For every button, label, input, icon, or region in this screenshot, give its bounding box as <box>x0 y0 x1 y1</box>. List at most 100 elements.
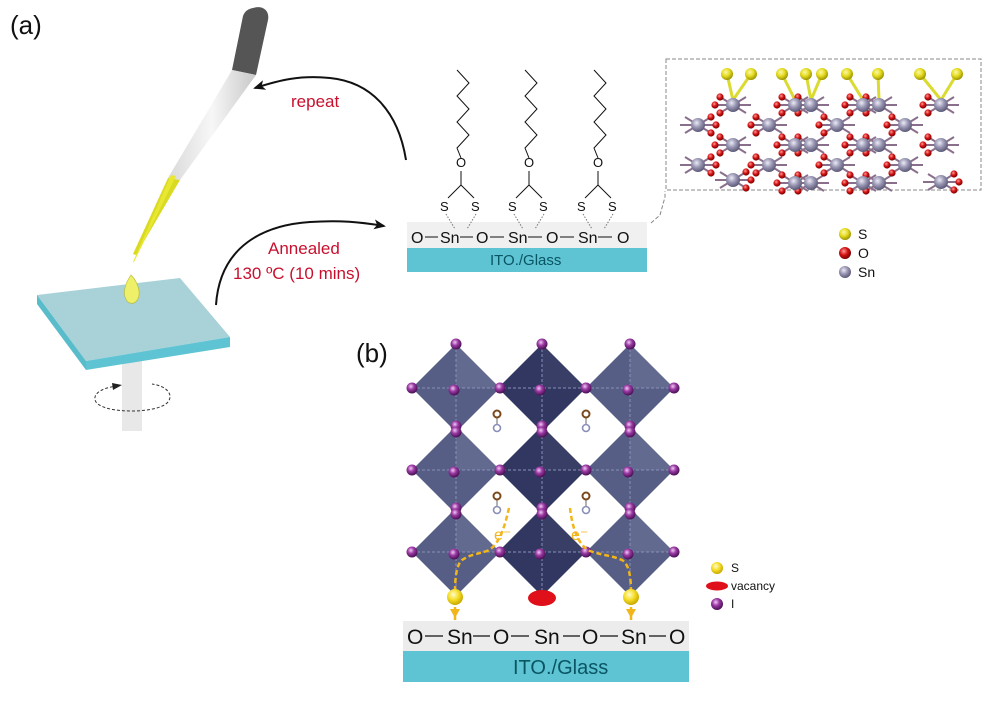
chain-atom: O <box>407 626 423 649</box>
oxygen-atom <box>841 101 849 109</box>
iodine-atom <box>668 546 680 558</box>
chain-atom: O <box>546 230 558 247</box>
oxygen-atom <box>924 149 932 157</box>
oxygen-atom <box>747 161 755 169</box>
oxygen-atom <box>883 161 891 169</box>
iodine-atom <box>624 338 636 350</box>
iodine-atom <box>580 464 592 476</box>
panel-b-label: (b) <box>356 338 388 368</box>
tin-atom <box>856 98 870 112</box>
oxygen-atom <box>716 149 724 157</box>
arrow-down-icon <box>450 609 460 618</box>
chain-atom: Sn <box>447 626 473 649</box>
tin-atom <box>872 138 886 152</box>
ligand-sulfur: S <box>508 199 517 214</box>
oxygen-atom <box>815 121 823 129</box>
legend-item-vacancy: vacancy <box>706 579 775 593</box>
iodine-atom <box>406 464 418 476</box>
legend-item-o: O <box>839 245 869 261</box>
iodine-atom <box>450 508 462 520</box>
oxygen-atom <box>752 113 760 121</box>
legend-label: S <box>731 561 739 575</box>
oxygen-atom <box>778 149 786 157</box>
tin-atom <box>788 138 802 152</box>
oxygen-atom <box>742 168 750 176</box>
oxygen-atom <box>711 141 719 149</box>
electron-path-left <box>453 507 511 594</box>
chain-atom: O <box>411 230 423 247</box>
oxygen-atom <box>778 109 786 117</box>
ligand-sulfur: S <box>577 199 586 214</box>
iodine-atom <box>622 466 634 478</box>
ito-glass-label-b: ITO./Glass <box>513 657 608 679</box>
rotation-arrow-icon <box>94 383 171 412</box>
oxygen-atom <box>888 113 896 121</box>
droplet <box>124 274 140 304</box>
spin-shaft <box>122 355 142 431</box>
repeat-label: repeat <box>291 92 339 111</box>
xanthate-ligand: O S S <box>440 69 480 230</box>
iodine-atom <box>448 466 460 478</box>
tin-atom <box>788 176 802 190</box>
iodine-atom <box>448 384 460 396</box>
iodine-atom <box>450 426 462 438</box>
arrow-down-icon <box>626 609 636 618</box>
iodine-atom <box>494 464 506 476</box>
oxygen-atom <box>888 169 896 177</box>
iodine-atom <box>534 384 546 396</box>
oxygen-atom <box>778 171 786 179</box>
legend-item-i: I <box>711 597 734 611</box>
tin-atom <box>934 138 948 152</box>
tin-atom <box>934 98 948 112</box>
oxygen-atom <box>742 184 750 192</box>
oxygen-atom <box>950 186 958 194</box>
tin-atom <box>856 176 870 190</box>
iodine-atom <box>448 548 460 560</box>
surface-scheme-b: ITO./Glass O Sn O Sn O Sn O <box>403 621 689 682</box>
iodine-atom <box>534 466 546 478</box>
pipette-bulb <box>232 7 269 75</box>
iodine-atom <box>536 508 548 520</box>
anneal-label-line2: 130 ºC (10 mins) <box>233 264 360 283</box>
sulfur-atom <box>841 68 853 80</box>
oxygen-atom <box>778 93 786 101</box>
oxygen-atom <box>846 133 854 141</box>
oxygen-atom <box>778 187 786 195</box>
oxygen-atom <box>955 178 963 186</box>
tin-atom <box>934 175 948 189</box>
iodine-atom <box>494 382 506 394</box>
sulfur-atom <box>951 68 963 80</box>
oxygen-atom <box>773 101 781 109</box>
oxygen-atom <box>711 101 719 109</box>
tin-atom <box>691 118 705 132</box>
tin-atom <box>872 176 886 190</box>
sulfur-atom <box>816 68 828 80</box>
legend-b: S vacancy I <box>706 561 775 611</box>
oxygen-atom <box>747 121 755 129</box>
tin-atom <box>691 158 705 172</box>
carbon-atom <box>581 491 591 501</box>
oxygen-atom <box>820 129 828 137</box>
legend-label: O <box>858 245 869 261</box>
electron-path-right <box>568 507 633 594</box>
tin-atom <box>726 98 740 112</box>
xanthate-ligand: O S S <box>508 69 548 230</box>
legend-label: I <box>731 597 734 611</box>
chain-atom: O <box>617 230 629 247</box>
repeat-arrow-icon <box>253 76 407 161</box>
oxygen-atom <box>950 170 958 178</box>
ligand-oxygen: O <box>593 155 603 170</box>
spin-coater <box>37 278 230 431</box>
sn-o-chain-b: O Sn O Sn O Sn O <box>407 626 685 649</box>
oxygen-atom <box>773 179 781 187</box>
iodine-atom <box>624 426 636 438</box>
oxygen-atom <box>712 161 720 169</box>
anneal-arrow-icon <box>215 219 386 306</box>
sulfur-atom <box>447 589 463 605</box>
oxygen-atom <box>924 109 932 117</box>
legend-label: vacancy <box>731 579 775 593</box>
oxygen-atom <box>846 149 854 157</box>
legend-item-s: S <box>839 226 867 242</box>
iodine-atom <box>622 384 634 396</box>
